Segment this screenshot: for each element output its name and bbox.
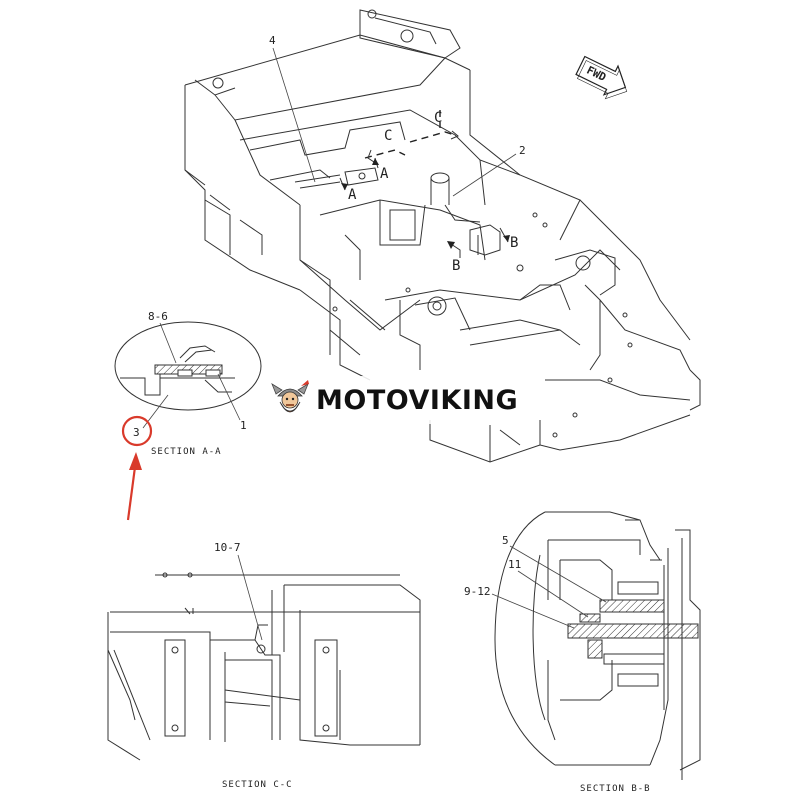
watermark-banner: MOTOVIKING <box>262 376 534 424</box>
section-cut-lines <box>339 110 510 258</box>
section-a-a-label: SECTION A-A <box>151 447 222 457</box>
highlight-arrow <box>126 466 137 521</box>
callout-9-12: 9-12 <box>464 585 491 598</box>
watermark-brand-text: MOTOVIKING <box>316 384 519 416</box>
section-b-b-detail: 5 11 9-12 SECTION B-B <box>464 511 701 794</box>
section-markers: A A C C B B <box>348 110 518 274</box>
callout-11: 11 <box>508 558 521 571</box>
section-c-c-label: SECTION C-C <box>222 780 293 790</box>
section-mark-c-left: C <box>384 128 392 144</box>
section-b-b-label: SECTION B-B <box>580 784 651 794</box>
fwd-direction-arrow: FWD <box>575 55 628 100</box>
frame-assembly-drawing <box>184 9 701 463</box>
section-mark-b-left: B <box>452 258 460 274</box>
viking-logo-icon <box>271 380 309 413</box>
section-mark-c-right: C <box>434 110 442 126</box>
callout-5: 5 <box>502 534 509 547</box>
callout-8-6: 8-6 <box>148 310 168 323</box>
callout-2: 2 <box>519 144 526 157</box>
callout-10-7: 10-7 <box>214 541 241 554</box>
section-mark-a-right: A <box>380 166 389 182</box>
section-c-c-detail: 10-7 SECTION C-C <box>107 541 421 790</box>
section-mark-b-right: B <box>510 235 518 251</box>
main-callouts: 4 2 <box>269 34 526 197</box>
highlight-circle <box>121 415 153 447</box>
callout-1: 1 <box>240 419 247 432</box>
callout-3: 3 <box>133 426 140 439</box>
callout-4: 4 <box>269 34 276 47</box>
section-mark-a-left: A <box>348 187 357 203</box>
section-a-a-detail: 8-6 1 3 SECTION A-A <box>114 310 262 521</box>
